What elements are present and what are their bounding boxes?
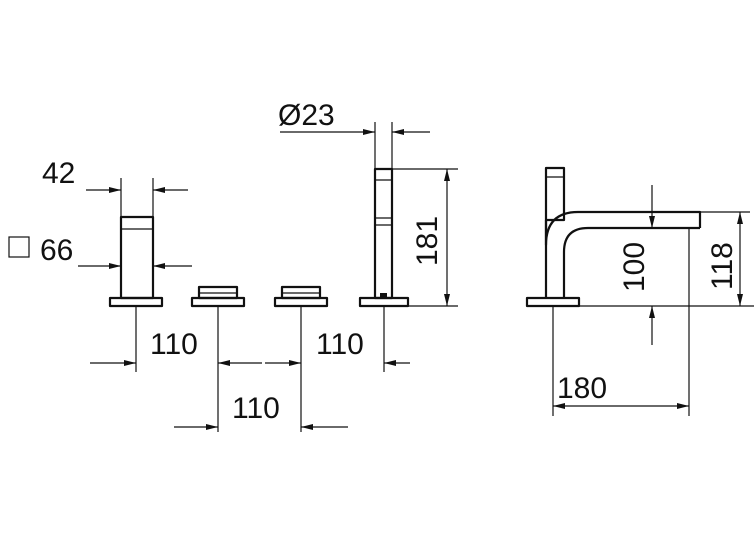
dim-spacing-right: 110	[265, 306, 410, 432]
hand-shower-part	[358, 167, 410, 308]
dim-shower-diameter: Ø23	[278, 99, 430, 169]
spout-part	[525, 166, 702, 308]
dim-100-label: 100	[618, 242, 651, 292]
square-symbol-icon	[8, 236, 30, 258]
dim-spout-total-height: 118	[700, 211, 750, 306]
dim-110-right-label: 110	[316, 328, 364, 361]
dim-base-square: 66	[8, 234, 192, 272]
dim-181-label: 181	[411, 216, 444, 266]
dim-66-label: 66	[40, 234, 73, 267]
dim-180-label: 180	[557, 372, 607, 405]
valve-part-1	[190, 285, 246, 308]
dim-spout-projection: 180	[552, 228, 690, 416]
dim-110-center-label: 110	[232, 392, 280, 425]
dim-diameter-label: Ø23	[278, 99, 335, 132]
dim-spacing-left: 110	[90, 306, 262, 432]
dim-handle-width: 42	[42, 157, 188, 217]
valve-part-2	[273, 285, 329, 308]
dim-spacing-center: 110	[174, 392, 348, 430]
dim-42-label: 42	[42, 157, 75, 190]
dim-spout-height: 100	[579, 185, 754, 345]
dim-118-label: 118	[706, 242, 739, 290]
dim-shower-height: 181	[392, 168, 458, 307]
dim-110-left-label: 110	[150, 328, 198, 361]
lever-handle-part	[108, 215, 164, 308]
